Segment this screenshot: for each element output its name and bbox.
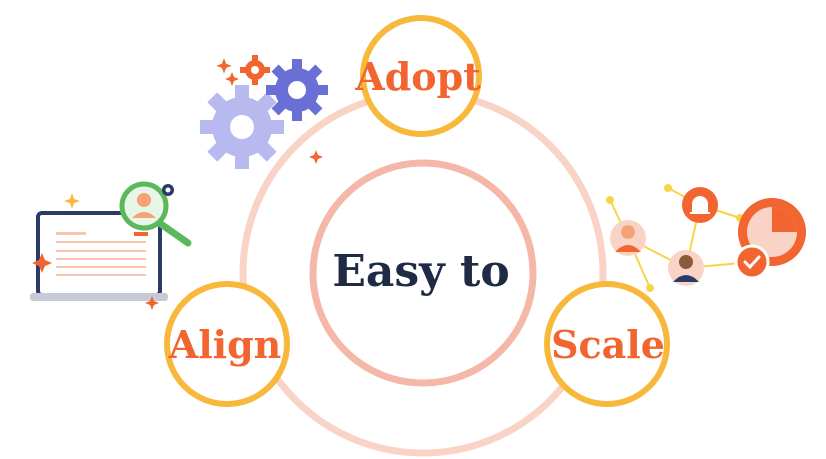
align-label: Align — [168, 322, 282, 367]
sparkle-icon — [32, 253, 159, 310]
adopt-node-circle — [360, 15, 482, 137]
align-node-circle — [164, 281, 290, 407]
sparkle-icon — [64, 193, 80, 209]
gears-icon — [200, 55, 328, 169]
inner-ring — [309, 159, 537, 387]
scale-label: Scale — [551, 322, 665, 367]
checkmark-icon — [734, 244, 770, 280]
sparkle-icon — [216, 58, 323, 164]
laptop-icon — [30, 211, 168, 301]
network-people-icon — [606, 184, 753, 292]
magnifier-person-icon — [119, 181, 192, 247]
center-label: Easy to — [332, 246, 510, 297]
scale-node-circle — [544, 281, 670, 407]
bell-icon — [682, 187, 718, 223]
adopt-label: Adopt — [355, 54, 481, 99]
